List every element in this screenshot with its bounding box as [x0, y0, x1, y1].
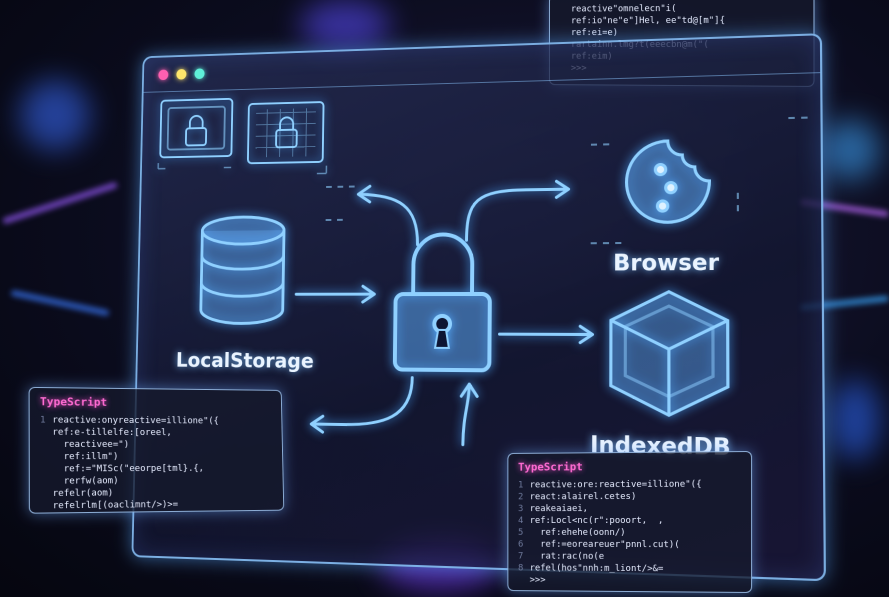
- code-lines: 1 reactive:onyreactive=illione"({ref:e-ti…: [40, 414, 274, 513]
- code-line: ref:illm"): [40, 451, 273, 463]
- code-line: 3 reakeaiaei,: [518, 503, 741, 515]
- background-streak: [10, 289, 110, 317]
- browser-cookie-icon: [626, 140, 709, 222]
- line-number: [40, 476, 52, 488]
- local-storage-label: LocalStorage: [175, 348, 314, 373]
- code-text: reakeaiaei,: [529, 504, 589, 515]
- code-line: 6 ref:=eoreareuer"pnnl.cut)(: [518, 539, 741, 552]
- code-text: ref:Locl<nc(r":pooort, ,: [529, 515, 664, 527]
- code-text: refelr(aom): [52, 488, 114, 500]
- line-number: [40, 512, 52, 513]
- background-streak: [2, 181, 118, 225]
- cube-icon: [611, 292, 728, 417]
- line-number: [40, 488, 52, 500]
- code-text: >>>: [529, 575, 546, 586]
- code-text: refel(hos"nnh:m_liont/>&=: [529, 563, 664, 575]
- code-line: >>>: [518, 574, 741, 588]
- code-text: reactive:onyreactive=illione"({: [52, 415, 219, 427]
- line-number: 5: [518, 527, 524, 538]
- code-line: 4 ref:Locl<nc(r":pooort, ,: [518, 515, 741, 527]
- code-lines: 1 reactive:ore:reactive=illione"({ 2 react:…: [518, 478, 741, 587]
- code-text: ref:ehehe(oonn/): [529, 527, 626, 538]
- line-number: [518, 574, 530, 586]
- background-bokeh: [20, 80, 90, 150]
- line-number: 4: [518, 516, 524, 526]
- line-number: [559, 15, 570, 27]
- line-number: [40, 463, 52, 475]
- code-text: rerfw(aom): [52, 476, 119, 487]
- code-line: 7 rat:rac(no(e: [518, 551, 741, 564]
- background-bokeh: [830, 380, 880, 460]
- code-text: reactive"omnelecn"i(: [570, 4, 677, 15]
- code-line: ref:e-tillelfe:[oreel,: [40, 427, 272, 440]
- code-text: reactivee="): [52, 439, 130, 450]
- line-number: 1: [518, 480, 524, 491]
- background-bokeh: [300, 0, 390, 50]
- lock-icon: [395, 234, 490, 370]
- line-number: [40, 439, 52, 451]
- diagram-canvas: [133, 35, 823, 579]
- code-text: ref:ei=e): [570, 28, 618, 39]
- code-text: react:alairel.cetes): [529, 491, 637, 503]
- code-text: rat:rac(no(e: [529, 551, 605, 562]
- code-panel-title: TypeScript: [39, 395, 108, 409]
- line-number: [40, 500, 52, 512]
- database-icon: [201, 217, 285, 324]
- code-panel-right: TypeScript 1 reactive:ore:reactive=illion…: [507, 450, 753, 594]
- decorative-dashes: [325, 118, 808, 246]
- code-line: reactive"omnelecn"i(: [559, 2, 803, 15]
- code-line: 8 refel(hos"nnh:m_liont/>&=: [518, 562, 741, 575]
- browser-label: Browser: [613, 250, 720, 277]
- line-number: 6: [518, 539, 524, 550]
- code-text: ref:e-tillelfe:[oreel,: [52, 427, 172, 439]
- line-number: 8: [518, 563, 524, 574]
- code-text: reactive:ore:reactive=illione"({: [529, 479, 702, 491]
- lock-grid-thumbnail-icon: [248, 102, 324, 163]
- code-line: 1 reactive:onyreactive=illione"({: [40, 414, 272, 427]
- line-number: [559, 4, 570, 16]
- code-panel-left: TypeScript 1 reactive:onyreactive=illione…: [28, 386, 285, 514]
- code-text: ref:io"ne"e"]Hel, ee"td@[m"]{: [570, 15, 726, 27]
- line-number: 1: [39, 415, 46, 426]
- code-text: ref:="MISc("eeorpe[tml}.{,: [52, 463, 205, 475]
- background-bokeh: [820, 120, 880, 180]
- line-number: 2: [518, 492, 524, 503]
- code-line: refelrlm[(oaclimnt/>)>=: [40, 498, 274, 513]
- code-text: refelrlm[(oaclimnt/>)>=: [52, 499, 179, 512]
- line-number: [40, 451, 52, 463]
- code-line: ref:io"ne"e"]Hel, ee"td@[m"]{: [559, 15, 803, 28]
- code-line: 2 react:alairel.cetes): [518, 491, 741, 504]
- line-number: [559, 27, 570, 39]
- code-line: reactivee="): [40, 439, 273, 451]
- code-line: 1 reactive:ore:reactive=illione"({: [518, 478, 741, 491]
- line-number: [40, 427, 52, 439]
- line-number: 7: [518, 551, 524, 562]
- code-line: 5 ref:ehehe(oonn/): [518, 527, 741, 539]
- code-text: ref:=eoreareuer"pnnl.cut)(: [529, 539, 680, 551]
- code-text: ref:illm"): [52, 452, 119, 463]
- code-text: >>: [53, 512, 64, 514]
- code-panel-title: TypeScript: [518, 460, 583, 474]
- main-window: Browser LocalStorage IndexedDB: [131, 33, 826, 582]
- lock-thumbnail-icon: [160, 99, 232, 158]
- line-number: 3: [518, 504, 524, 515]
